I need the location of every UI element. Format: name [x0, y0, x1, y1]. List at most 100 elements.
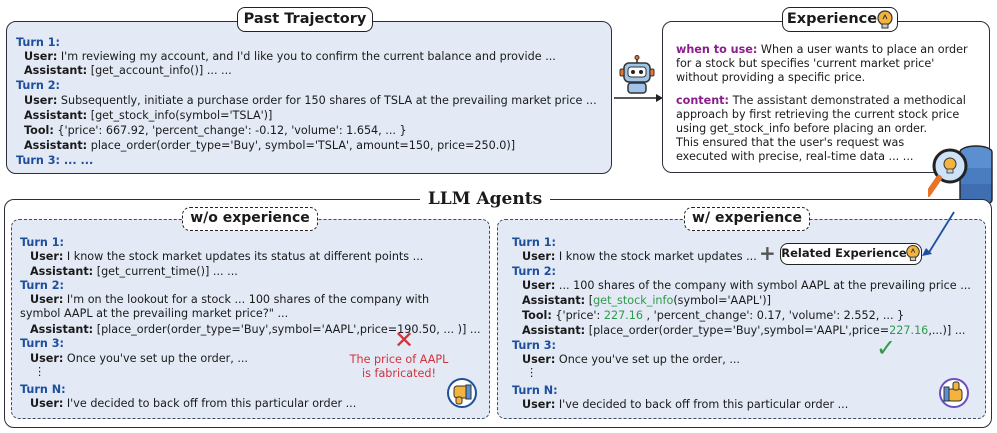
with-experience-dialogue: Turn 1:User: I know the stock market upd…	[512, 236, 982, 414]
cross-icon: ✕	[394, 326, 415, 354]
content-line-3: using get_stock_info before placing an o…	[676, 122, 928, 135]
dialogue-line: Turn 1:	[512, 236, 556, 249]
role-label: User:	[24, 94, 58, 107]
dialogue-line: Assistant: [get_stock_info(symbol='AAPL'…	[522, 294, 771, 307]
llm-agents-title: LLM Agents	[420, 186, 550, 212]
dialogue-line: User: I know the stock market updates ..…	[522, 250, 757, 263]
turn-label: Turn N:	[512, 384, 558, 397]
trajectory-line: Assistant: [get_account_info()] ... ...	[24, 64, 232, 77]
turn-label: Turn 2:	[20, 279, 65, 292]
role-label: User:	[30, 397, 64, 410]
dialogue-line: Turn 2:	[512, 265, 556, 278]
content-line-4: This ensured that the user's request was	[676, 136, 905, 149]
trajectory-line: Tool: {'price': 667.92, 'percent_change'…	[24, 124, 407, 137]
dialogue-line: User: Once you've set up the order, ...	[522, 353, 740, 366]
message-text: [place_order(order_type='Buy',symbol='AA…	[93, 323, 481, 336]
past-trajectory-title: Past Trajectory	[237, 7, 373, 32]
content-line-2: approach by first retrieving the current…	[676, 108, 960, 121]
trajectory-line: Turn 1:	[16, 36, 60, 49]
error-note-line-2: is fabricated!	[362, 367, 436, 380]
thumbs-down-icon	[447, 378, 477, 408]
turn-label: Turn 2:	[512, 265, 557, 278]
when-to-use-line-2: for a stock but specifies 'current marke…	[676, 57, 935, 70]
message-text: I've decided to back off from this parti…	[63, 397, 357, 410]
message-text: [get_current_time()] ... ...	[93, 265, 238, 278]
when-to-use-line-3: without providing a specific price.	[676, 71, 866, 84]
message-text: [get_account_info()] ... ...	[87, 64, 232, 77]
dialogue-line: User: I'm on the lookout for a stock ...…	[30, 293, 429, 306]
trajectory-line: Turn 2:	[16, 79, 60, 92]
role-label: User:	[30, 352, 64, 365]
message-text: Subsequently, initiate a purchase order …	[57, 94, 597, 107]
role-label: Assistant:	[522, 324, 586, 337]
message-text: Once you've set up the order, ...	[555, 353, 740, 366]
content-line-1: The assistant demonstrated a methodical	[729, 94, 966, 107]
message-text: I'm reviewing my account, and I'd like y…	[57, 50, 556, 63]
role-label: User:	[30, 293, 64, 306]
message-text: place_order(order_type='Buy', symbol='TS…	[87, 139, 516, 152]
retrieval-arrow	[922, 211, 955, 256]
role-label: Assistant:	[522, 294, 586, 307]
dialogue-line: Turn N:	[20, 383, 66, 396]
message-text: {'price': 667.92, 'percent_change': -0.1…	[53, 124, 407, 137]
turn-label: Turn 1:	[512, 236, 557, 249]
experience-title-label: Experience	[786, 11, 878, 27]
message-text: (symbol='AAPL')]	[673, 294, 771, 307]
role-label: Assistant:	[24, 109, 88, 122]
message-text: [	[585, 294, 594, 307]
thumbs-up-icon	[939, 378, 969, 408]
price-value: 227.16	[603, 309, 643, 322]
message-text: I know the stock market updates ...	[555, 250, 757, 263]
error-note-line-1: The price of AAPL	[349, 353, 449, 366]
role-label: User:	[522, 250, 556, 263]
role-label: User:	[24, 50, 58, 63]
trajectory-line: User: I'm reviewing my account, and I'd …	[24, 50, 556, 63]
without-experience-panel	[11, 219, 490, 419]
trajectory-line: User: Subsequently, initiate a purchase …	[24, 94, 597, 107]
lightbulb-icon	[877, 10, 893, 29]
related-lightbulb-icon	[906, 244, 920, 262]
message-text: symbol AAPL at the prevailing market pri…	[20, 307, 289, 320]
dialogue-line: Turn 2:	[20, 279, 64, 292]
role-label: Assistant:	[30, 265, 94, 278]
without-experience-dialogue: Turn 1:User: I know the stock market upd…	[20, 236, 486, 414]
dialogue-line: Assistant: [place_order(order_type='Buy'…	[522, 324, 966, 337]
message-text: I've decided to back off from this parti…	[555, 398, 849, 411]
dialogue-line: ⋮	[34, 365, 45, 378]
past-trajectory-panel	[6, 21, 612, 174]
message-text: Once you've set up the order, ...	[63, 352, 248, 365]
turn-label: Turn 1:	[20, 236, 65, 249]
role-label: User:	[522, 279, 556, 292]
turn-label: Turn 3: ... ...	[16, 154, 94, 167]
content-label: content:	[676, 94, 730, 107]
dialogue-line: User: I know the stock market updates it…	[30, 250, 423, 263]
message-text: , 'percent_change': 0.17, 'volume': 2.55…	[642, 309, 905, 322]
role-label: User:	[30, 250, 64, 263]
role-label: Tool:	[522, 309, 552, 322]
robot-icon	[619, 55, 655, 94]
message-text: [place_order(order_type='Buy',symbol='AA…	[585, 324, 890, 337]
message-text: I know the stock market updates its stat…	[63, 250, 424, 263]
role-label: Assistant:	[24, 139, 88, 152]
trajectory-line: Assistant: place_order(order_type='Buy',…	[24, 139, 515, 152]
when-to-use-label: when to use:	[676, 43, 758, 56]
content-line-5: executed with precise, real-time data ..…	[676, 150, 914, 163]
message-text: I'm on the lookout for a stock ... 100 s…	[63, 293, 430, 306]
turn-label: Turn 2:	[16, 79, 61, 92]
without-experience-title: w/o experience	[182, 207, 318, 231]
dialogue-line: symbol AAPL at the prevailing market pri…	[20, 307, 288, 320]
role-label: Tool:	[24, 124, 54, 137]
turn-label: Turn N:	[20, 383, 66, 396]
error-note: The price of AAPL is fabricated!	[344, 353, 454, 381]
experience-panel	[662, 21, 990, 173]
turn-label: Turn 1:	[16, 36, 61, 49]
dialogue-line: Turn 3:	[512, 339, 556, 352]
turn-label: Turn 3:	[20, 337, 65, 350]
dialogue-line: Turn N:	[512, 384, 558, 397]
message-text: {'price':	[551, 309, 604, 322]
dialogue-line: Turn 3:	[20, 337, 64, 350]
role-label: User:	[522, 353, 556, 366]
past-trajectory-dialogue: Turn 1:User: I'm reviewing my account, a…	[16, 36, 606, 168]
message-text: ,...)] ...	[928, 324, 966, 337]
dialogue-line: User: I've decided to back off from this…	[30, 397, 356, 410]
